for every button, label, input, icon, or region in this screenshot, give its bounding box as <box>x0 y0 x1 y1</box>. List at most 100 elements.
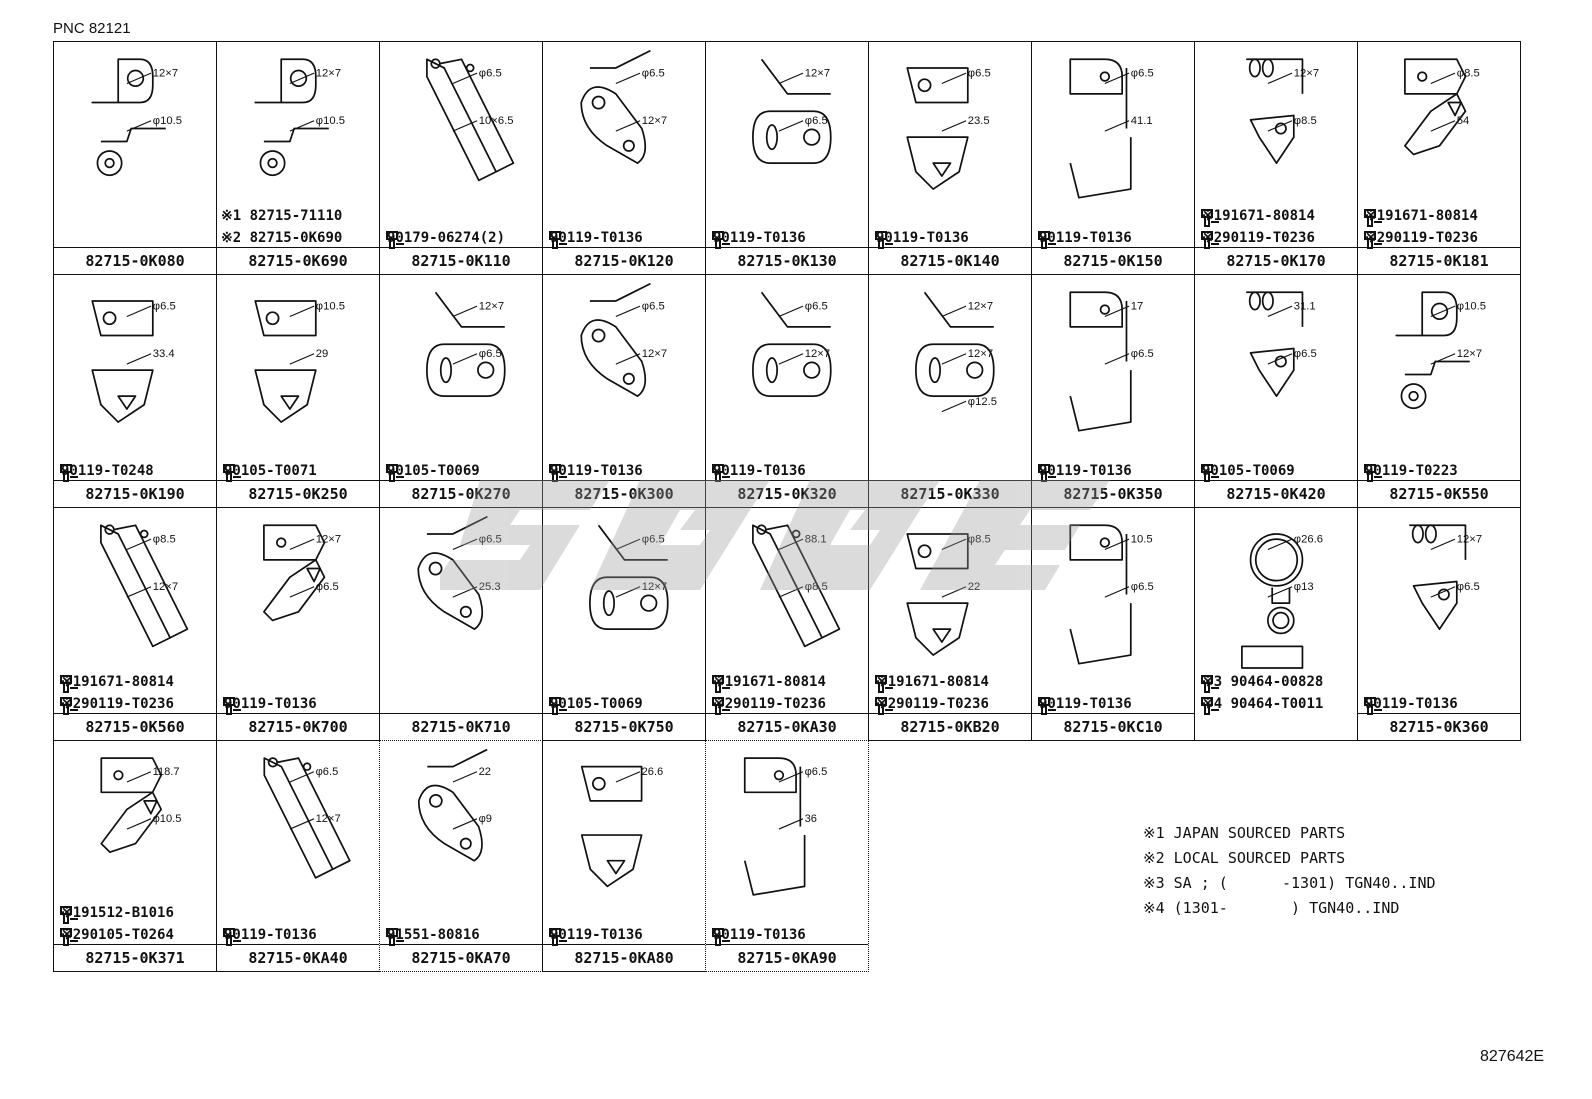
subpart-number[interactable]: 90105-T0071 <box>221 463 317 482</box>
subpart-number[interactable]: 90119-T0136 <box>1036 696 1132 715</box>
subpart-number[interactable]: 90105-T0069 <box>1199 463 1295 482</box>
subpart-number[interactable]: ※290119-T0236 <box>873 696 989 715</box>
part-number[interactable]: 82715-0K710 <box>380 713 542 740</box>
part-number[interactable]: 82715-0KB20 <box>869 713 1031 740</box>
part-number[interactable]: 82715-0K150 <box>1032 247 1194 274</box>
subpart-number[interactable]: 90119-T0248 <box>58 463 154 482</box>
part-number[interactable]: 82715-0K140 <box>869 247 1031 274</box>
subpart-number[interactable]: 90119-T0136 <box>710 463 806 482</box>
part-number[interactable]: 82715-0K371 <box>54 944 216 971</box>
subpart-number[interactable]: 90119-T0136 <box>710 230 806 249</box>
part-number[interactable]: 82715-0K350 <box>1032 480 1194 507</box>
part-number[interactable]: 82715-0K330 <box>869 480 1031 507</box>
part-number[interactable]: 82715-0K300 <box>543 480 705 507</box>
subpart-number[interactable]: ※290119-T0236 <box>1362 230 1478 249</box>
subpart-number[interactable]: ※191671-80814 <box>1362 208 1478 227</box>
part-number[interactable]: 82715-0KA30 <box>706 713 868 740</box>
subpart-number[interactable]: ※191671-80814 <box>710 674 826 693</box>
subpart-number[interactable]: ※290119-T0236 <box>710 696 826 715</box>
part-number[interactable]: 82715-0K190 <box>54 480 216 507</box>
subpart-number[interactable]: ※191512-B1016 <box>58 905 174 924</box>
part-number[interactable]: 82715-0KC10 <box>1032 713 1194 740</box>
part-number[interactable]: 82715-0K270 <box>380 480 542 507</box>
part-number[interactable]: 82715-0K181 <box>1358 247 1520 274</box>
subpart-number[interactable]: ※191671-80814 <box>58 674 174 693</box>
subpart-number[interactable]: 90119-T0136 <box>873 230 969 249</box>
subpart-number[interactable]: ※1 82715-71110 <box>221 208 342 224</box>
part-number[interactable]: 82715-0K320 <box>706 480 868 507</box>
part-number[interactable]: 82715-0KA40 <box>217 944 379 971</box>
part-number[interactable]: 82715-0K690 <box>217 247 379 274</box>
subpart-number[interactable]: 90105-T0069 <box>384 463 480 482</box>
subpart-number[interactable]: 90119-T0136 <box>221 927 317 946</box>
subpart-number[interactable]: 90119-T0223 <box>1362 463 1458 482</box>
part-number[interactable]: 82715-0KA90 <box>706 944 868 971</box>
subpart-number[interactable]: ※4 90464-T0011 <box>1199 696 1323 715</box>
subpart-number[interactable]: ※2 82715-0K690 <box>221 230 342 246</box>
part-number[interactable]: 82715-0K080 <box>54 247 216 274</box>
part-number[interactable]: 82715-0KA80 <box>543 944 705 971</box>
part-number[interactable]: 82715-0K550 <box>1358 480 1520 507</box>
subpart-number[interactable]: 90119-T0136 <box>547 927 643 946</box>
part-number[interactable]: 82715-0K750 <box>543 713 705 740</box>
subpart-number[interactable]: ※3 90464-00828 <box>1199 674 1323 693</box>
part-number[interactable]: 82715-0K560 <box>54 713 216 740</box>
subpart-number[interactable]: 90119-T0136 <box>1036 230 1132 249</box>
part-number[interactable]: 82715-0K360 <box>1358 713 1520 740</box>
part-number[interactable]: 82715-0K420 <box>1195 480 1357 507</box>
subpart-number[interactable]: 90105-T0069 <box>547 696 643 715</box>
subpart-number[interactable]: 90179-06274(2) <box>384 230 505 249</box>
subpart-number[interactable]: 90119-T0136 <box>547 463 643 482</box>
part-number[interactable]: 82715-0K110 <box>380 247 542 274</box>
subpart-number[interactable]: 90119-T0136 <box>1362 696 1458 715</box>
subpart-number[interactable]: ※290105-T0264 <box>58 927 174 946</box>
part-number[interactable]: 82715-0KA70 <box>380 944 542 971</box>
part-number[interactable]: 82715-0K700 <box>217 713 379 740</box>
subpart-number[interactable]: ※290119-T0236 <box>1199 230 1315 249</box>
subpart-number[interactable]: 90119-T0136 <box>221 696 317 715</box>
subpart-number[interactable]: ※191671-80814 <box>1199 208 1315 227</box>
subpart-number[interactable]: 90119-T0136 <box>710 927 806 946</box>
part-number[interactable]: 82715-0K250 <box>217 480 379 507</box>
subpart-number[interactable]: ※290119-T0236 <box>58 696 174 715</box>
subpart-number[interactable]: 91551-80816 <box>384 927 480 946</box>
subpart-number[interactable]: ※191671-80814 <box>873 674 989 693</box>
subpart-number[interactable]: 90119-T0136 <box>1036 463 1132 482</box>
part-number[interactable]: 82715-0K170 <box>1195 247 1357 274</box>
part-number[interactable]: 82715-0K120 <box>543 247 705 274</box>
subpart-number[interactable]: 90119-T0136 <box>547 230 643 249</box>
part-number[interactable]: 82715-0K130 <box>706 247 868 274</box>
